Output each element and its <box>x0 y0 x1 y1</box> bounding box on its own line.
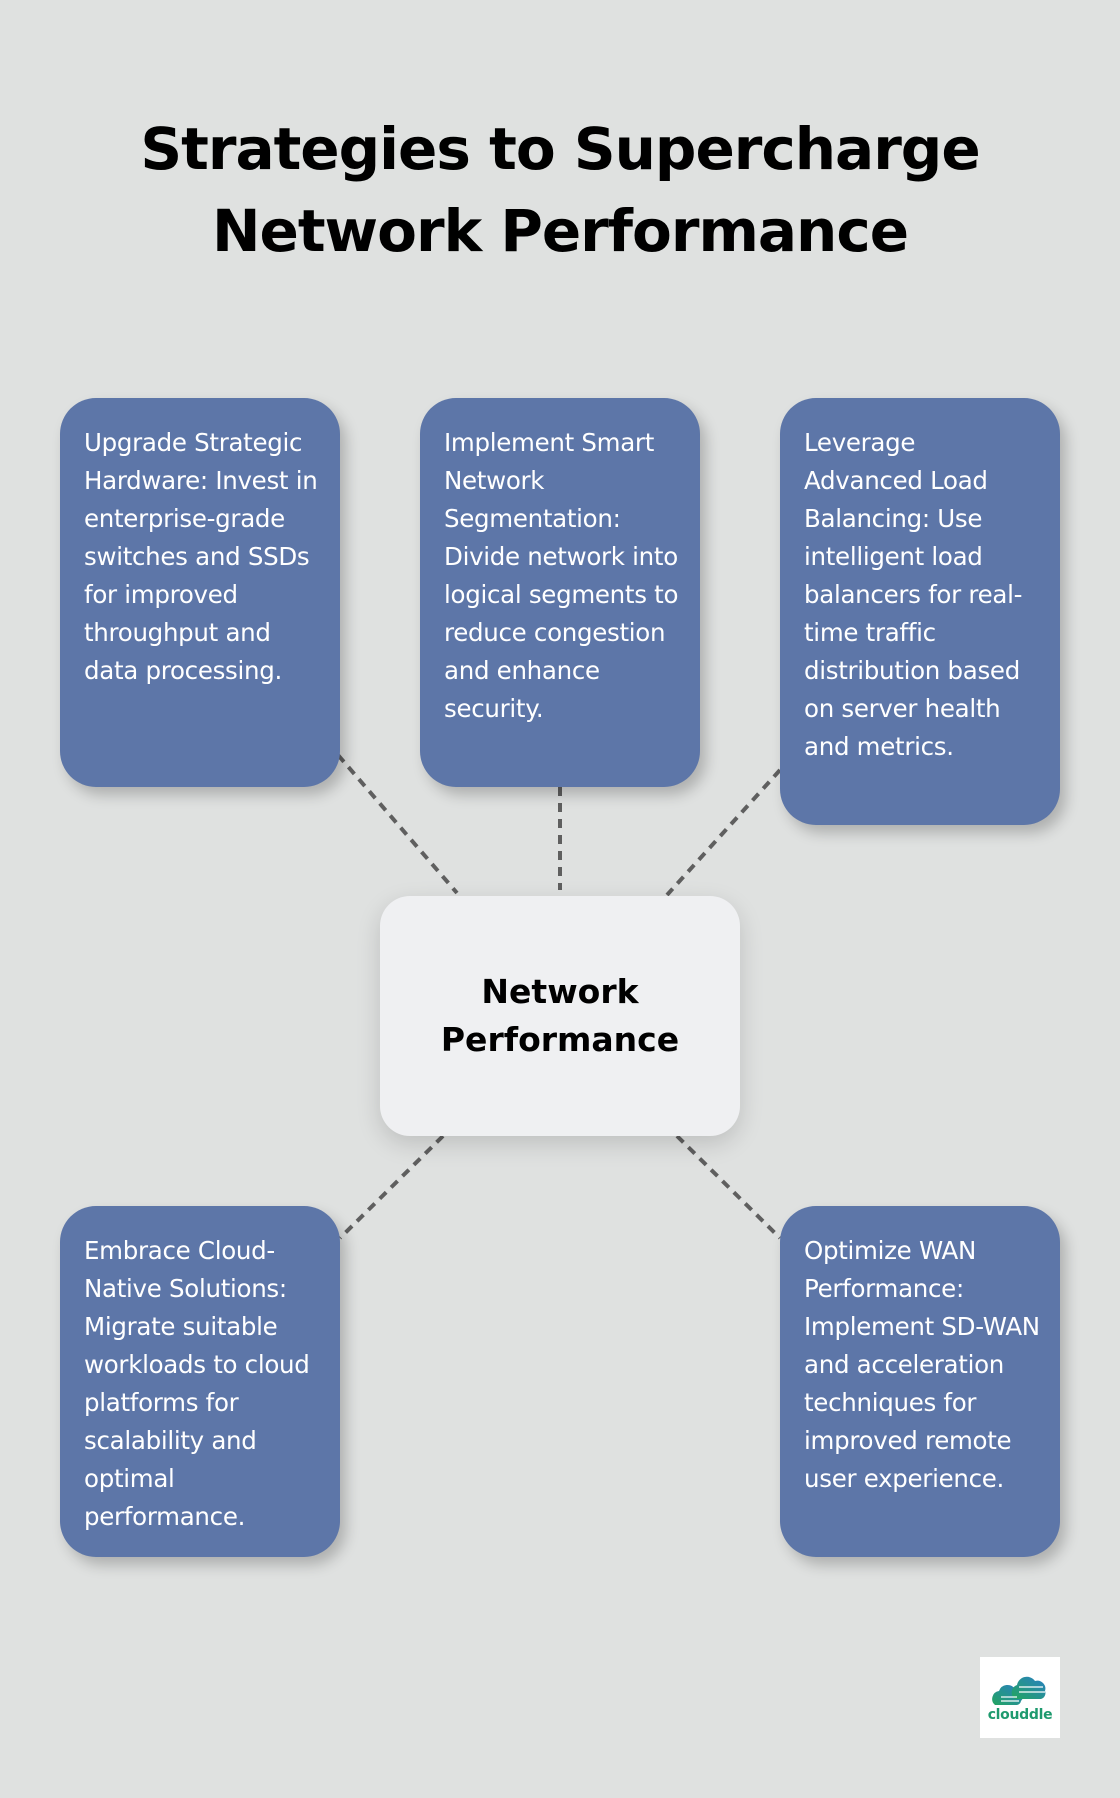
central-topic-line-2: Performance <box>440 1020 680 1059</box>
strategy-node-segmentation: Implement Smart Network Segmentation: Di… <box>420 398 700 787</box>
page-title: Strategies to Supercharge Network Perfor… <box>0 108 1120 272</box>
brand-logo: clouddle <box>980 1657 1060 1738</box>
title-line-2: Network Performance <box>211 197 909 265</box>
connector-top-right <box>665 768 782 897</box>
connector-top-left <box>336 753 459 895</box>
connector-bottom-right <box>675 1134 782 1240</box>
brand-name: clouddle <box>987 1706 1053 1723</box>
strategy-text: Embrace Cloud-Native Solutions: Migrate … <box>84 1236 310 1531</box>
central-topic-line-1: Network <box>481 972 639 1011</box>
strategy-text: Optimize WAN Performance: Implement SD-W… <box>804 1236 1040 1493</box>
title-line-1: Strategies to Supercharge <box>140 115 980 183</box>
strategy-node-wan: Optimize WAN Performance: Implement SD-W… <box>780 1206 1060 1557</box>
strategy-node-hardware: Upgrade Strategic Hardware: Invest in en… <box>60 398 340 787</box>
connector-bottom-left <box>338 1134 445 1240</box>
central-topic-node: Network Performance <box>380 896 740 1136</box>
strategy-node-cloud-native: Embrace Cloud-Native Solutions: Migrate … <box>60 1206 340 1557</box>
cloud-icon <box>992 1676 1046 1705</box>
strategy-text: Upgrade Strategic Hardware: Invest in en… <box>84 428 318 685</box>
strategy-node-load-balancing: Leverage Advanced Load Balancing: Use in… <box>780 398 1060 825</box>
strategy-text: Implement Smart Network Segmentation: Di… <box>444 428 679 723</box>
strategy-text: Leverage Advanced Load Balancing: Use in… <box>804 428 1023 761</box>
